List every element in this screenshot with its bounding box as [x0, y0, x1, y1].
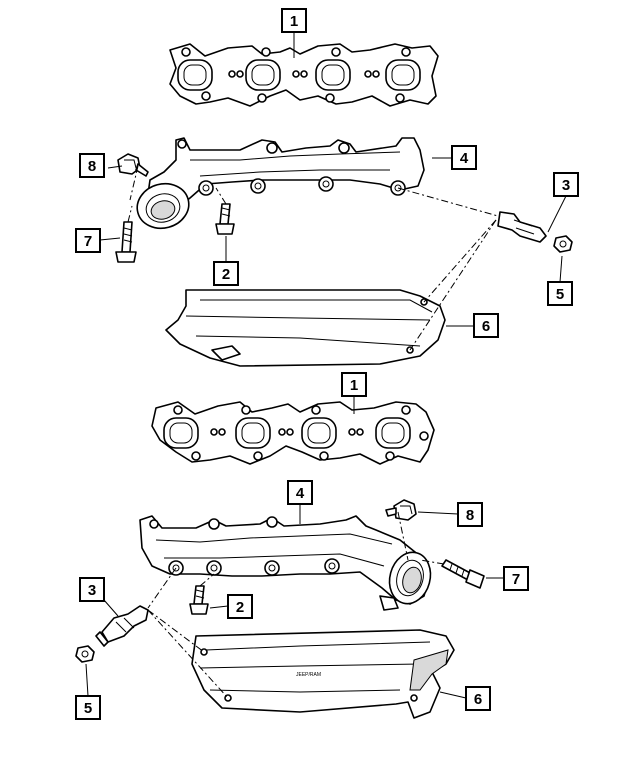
bolt-2-top [215, 203, 235, 235]
callout-2-top: 2 [213, 261, 239, 286]
manifold-bottom [139, 515, 432, 611]
callout-label: 6 [482, 318, 490, 335]
callout-label: 1 [350, 377, 358, 394]
gasket-top [169, 43, 439, 107]
callout-label: 5 [84, 700, 92, 717]
oxygen-sensor-bottom [95, 605, 149, 647]
callout-label: 3 [88, 582, 96, 599]
stud-nut-bottom [385, 499, 417, 521]
callout-6-bottom: 6 [465, 686, 491, 711]
oxygen-sensor-top [497, 211, 547, 243]
callout-4-top: 4 [451, 145, 477, 170]
callout-7-top: 7 [75, 228, 101, 253]
bolt-7-bottom [441, 559, 485, 589]
callout-label: 7 [512, 571, 520, 588]
nut-5-top [553, 235, 573, 253]
callout-label: 1 [290, 13, 298, 30]
callout-label: 3 [562, 177, 570, 194]
callout-label: 4 [296, 485, 305, 502]
callout-8-top: 8 [79, 153, 105, 178]
callout-label: 2 [236, 599, 244, 616]
callout-4-bottom: 4 [287, 480, 313, 505]
callout-label: 8 [466, 507, 474, 524]
svg-text:JEEP/RAM: JEEP/RAM [296, 672, 321, 678]
callout-8-bottom: 8 [457, 502, 483, 527]
callout-label: 5 [556, 286, 564, 303]
stud-nut-top [117, 153, 149, 177]
bolt-2-bottom [189, 585, 209, 615]
heat-shield-bottom: JEEP/RAM [191, 629, 455, 719]
heat-shield-top [165, 289, 446, 367]
manifold-top [136, 137, 425, 230]
callout-2-bottom: 2 [227, 594, 253, 619]
callout-label: 6 [474, 691, 482, 708]
callout-5-bottom: 5 [75, 695, 101, 720]
callout-3-bottom: 3 [79, 577, 105, 602]
callout-label: 7 [84, 233, 92, 250]
callout-6-top: 6 [473, 313, 499, 338]
nut-5-bottom [75, 645, 95, 663]
callout-7-bottom: 7 [503, 566, 529, 591]
callout-5-top: 5 [547, 281, 573, 306]
callout-3-top: 3 [553, 172, 579, 197]
callout-1-bottom: 1 [341, 372, 367, 397]
callout-label: 4 [460, 150, 469, 167]
callout-label: 8 [88, 158, 96, 175]
bolt-7-top [115, 221, 137, 263]
callout-1-top: 1 [281, 8, 307, 33]
callout-label: 2 [222, 266, 230, 283]
gasket-bottom [151, 401, 435, 465]
